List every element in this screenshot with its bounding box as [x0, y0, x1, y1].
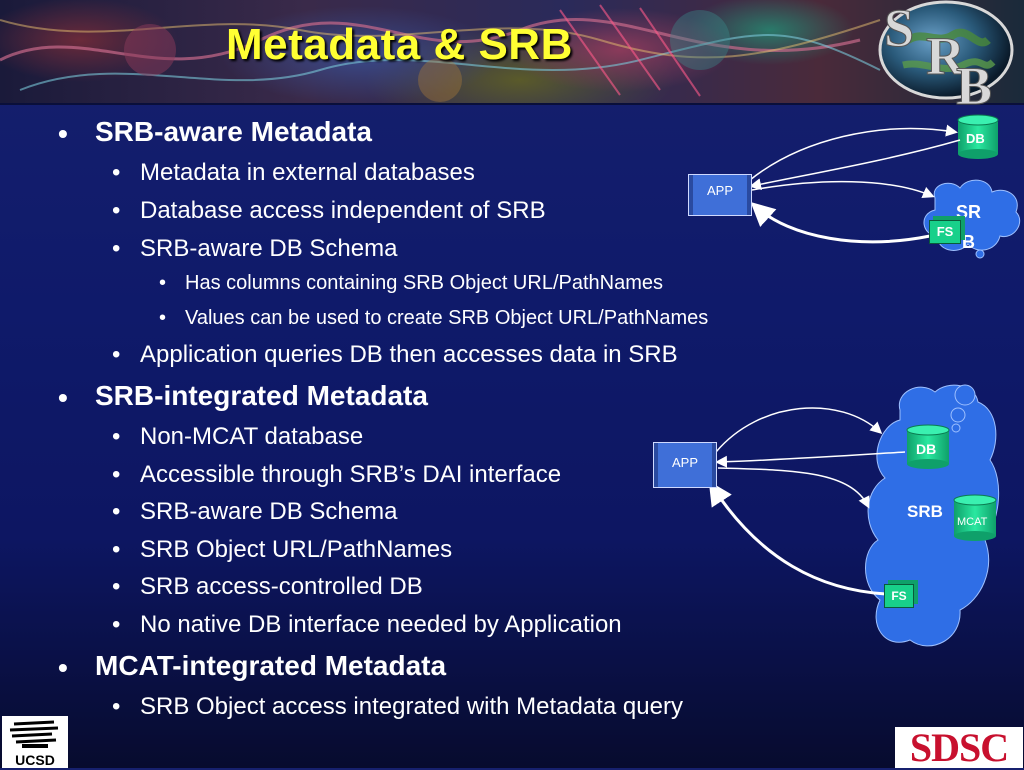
bullet-dot: •: [58, 382, 68, 413]
bullet-item: Accessible through SRB’s DAI interface: [140, 461, 562, 488]
bullet-item: SRB access-controlled DB: [140, 573, 423, 600]
bullet-dot: •: [112, 159, 121, 186]
fs-label: FS: [936, 224, 954, 239]
svg-text:R: R: [926, 26, 966, 86]
heading-srb-integrated: SRB-integrated Metadata: [95, 380, 428, 411]
fs-label: FS: [891, 589, 907, 603]
sub-bullet-item: Has columns containing SRB Object URL/Pa…: [185, 272, 663, 294]
ucsd-text: UCSD: [15, 752, 55, 768]
db-cylinder-2: [906, 424, 950, 469]
header-banner: [0, 0, 1024, 105]
bullet-item: Database access independent of SRB: [140, 197, 546, 224]
bullet-item: SRB Object access integrated with Metada…: [140, 693, 683, 720]
slide-title: Metadata & SRB: [226, 20, 573, 69]
bullet-dot: •: [112, 235, 121, 262]
banner-artwork: [0, 4, 881, 102]
bullet-dot: •: [112, 341, 121, 368]
ucsd-emblem-icon: [9, 720, 59, 748]
ucsd-logo: UCSD: [2, 716, 68, 768]
bullet-dot: •: [112, 611, 121, 638]
app-box-2: APP: [653, 442, 717, 488]
srb-cloud-label-line1: SR: [956, 202, 982, 222]
app-label: APP: [671, 455, 698, 470]
mcat-label: MCAT: [957, 516, 988, 528]
bullet-dot: •: [112, 461, 121, 488]
bullet-dot: •: [112, 573, 121, 600]
bullet-dot: •: [58, 118, 68, 149]
bullet-item: Metadata in external databases: [140, 159, 475, 186]
sub-bullet-item: Values can be used to create SRB Object …: [185, 307, 709, 329]
bullet-dot: •: [112, 498, 121, 525]
sdsc-logo: SDSC: [895, 727, 1023, 768]
bullet-item: SRB-aware DB Schema: [140, 498, 398, 525]
db-cylinder-1: [957, 114, 999, 159]
db-label: DB: [966, 131, 985, 146]
bullet-item: Application queries DB then accesses dat…: [140, 341, 678, 368]
srb-label: SRB: [907, 502, 943, 521]
mcat-cylinder: [953, 494, 997, 541]
bullet-dot: •: [112, 423, 121, 450]
db-label: DB: [916, 441, 937, 457]
bullet-dot: •: [159, 307, 167, 329]
bullet-dot: •: [112, 536, 121, 563]
heading-srb-aware: SRB-aware Metadata: [95, 116, 372, 147]
srb-cloud-2: [865, 384, 1000, 647]
fs-box-2: FS: [884, 584, 914, 608]
bullet-item: No native DB interface needed by Applica…: [140, 611, 622, 638]
app-label: APP: [706, 183, 733, 198]
app-box-1: APP: [688, 174, 752, 216]
fs-box-1: FS: [929, 220, 961, 244]
srb-globe-logo: S R B: [868, 0, 1018, 117]
bullet-item: SRB Object URL/PathNames: [140, 536, 453, 563]
bullet-item: SRB-aware DB Schema: [140, 235, 398, 262]
heading-mcat-integrated: MCAT-integrated Metadata: [95, 650, 447, 681]
bullet-dot: •: [112, 693, 121, 720]
srb-cloud-label-line2: B: [962, 232, 975, 252]
bullet-dot: •: [159, 272, 167, 294]
svg-text:S: S: [884, 0, 914, 58]
bullet-dot: •: [58, 652, 68, 683]
bullet-item: Non-MCAT database: [140, 423, 364, 450]
bullet-dot: •: [112, 197, 121, 224]
